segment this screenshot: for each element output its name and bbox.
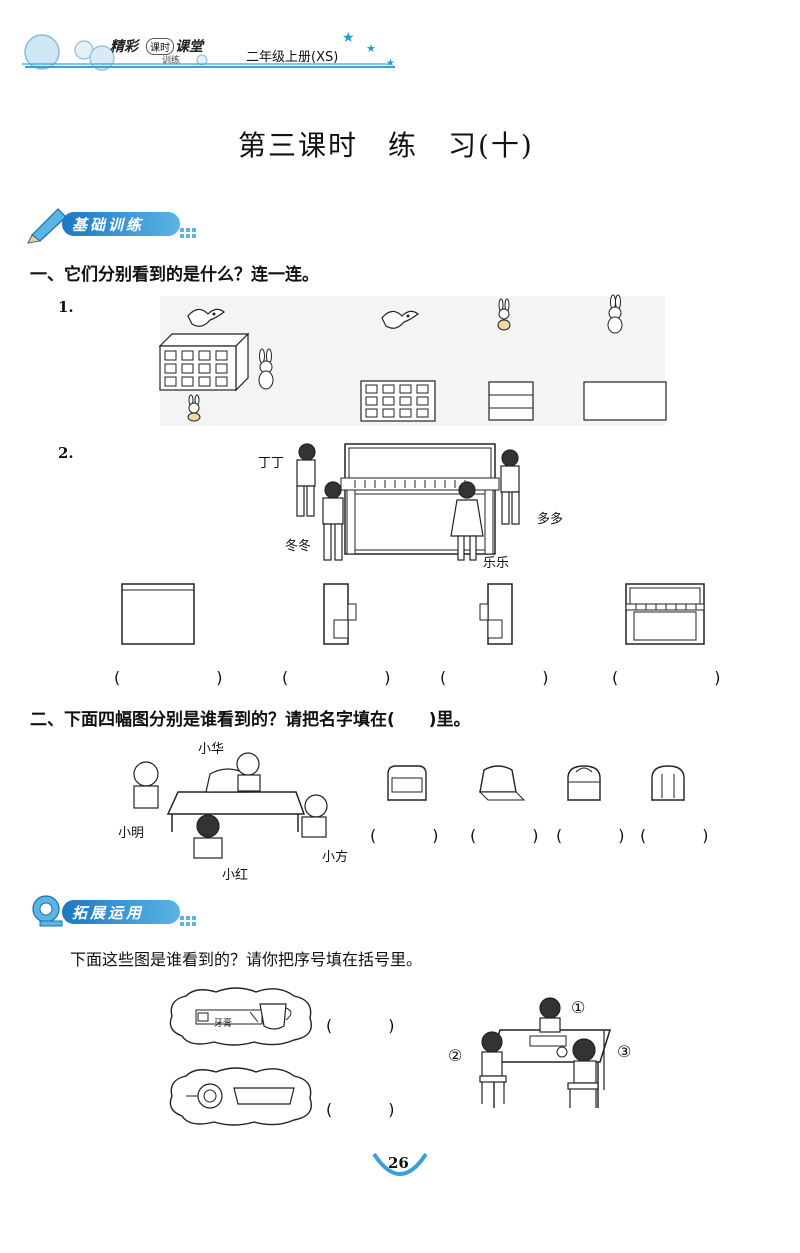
marker-2: ② xyxy=(448,1046,463,1065)
banner-bubbles xyxy=(22,34,392,71)
q2-blank-3[interactable]: ( ) xyxy=(556,826,633,845)
rabbit-front-viewer-icon xyxy=(497,298,511,331)
bag-view-angled xyxy=(478,765,526,801)
view-option-side-floors xyxy=(488,381,534,421)
view-option-front-windows xyxy=(360,380,436,422)
section-basic-dots xyxy=(180,228,196,238)
header-rule xyxy=(25,66,395,68)
q1-blank-2[interactable]: ( ) xyxy=(282,668,403,687)
banner-badge: 课时 xyxy=(146,38,174,55)
q2-blank-1[interactable]: ( ) xyxy=(370,826,447,845)
label-dongdong: 冬冬 xyxy=(285,539,312,554)
q2-blank-4[interactable]: ( ) xyxy=(640,826,717,845)
table-kids-scene xyxy=(133,752,328,859)
page-number: 26 xyxy=(388,1154,409,1172)
piano-view-back xyxy=(121,583,195,645)
bag-view-front xyxy=(567,765,601,801)
thought-cloud-1 xyxy=(169,987,312,1046)
toothpaste-text: 牙膏 xyxy=(214,1019,233,1029)
label-xiaofang: 小方 xyxy=(322,850,349,865)
q3-blank-2[interactable]: ( ) xyxy=(326,1100,403,1119)
grade-label: 二年级上册(XS) xyxy=(246,50,339,65)
bag-view-back xyxy=(651,765,685,801)
piano-scene xyxy=(296,443,520,561)
section-extension-bar xyxy=(62,900,180,924)
piano-view-right-side xyxy=(479,583,513,645)
rabbit-small-icon xyxy=(187,394,201,422)
bird-viewer-icon xyxy=(381,310,420,329)
question-1-text: 一、它们分别看到的是什么？连一连。 xyxy=(30,265,319,285)
rabbit-side-viewer-icon xyxy=(607,294,623,334)
svg-text:★: ★ xyxy=(366,42,376,55)
banner-sub: 训练 xyxy=(162,56,181,66)
svg-text:★: ★ xyxy=(342,30,355,46)
building-icon xyxy=(158,332,250,392)
bird-icon xyxy=(187,308,226,327)
section-extension-label: 拓展运用 xyxy=(72,904,145,922)
question-2-text: 二、下面四幅图分别是谁看到的？请把名字填在( )里。 xyxy=(30,710,471,730)
label-xiaoming: 小明 xyxy=(118,826,145,841)
piano-view-left-side xyxy=(323,583,357,645)
rabbit-icon xyxy=(258,348,274,390)
q2-blank-2[interactable]: ( ) xyxy=(470,826,547,845)
q1-blank-3[interactable]: ( ) xyxy=(440,668,561,687)
label-xiaohua: 小华 xyxy=(198,742,225,757)
banner-title-2: 课堂 xyxy=(175,39,203,55)
bag-view-side xyxy=(387,765,427,801)
label-dingding: 丁丁 xyxy=(258,456,285,471)
label-lele: 乐乐 xyxy=(483,556,510,571)
section-basic-bar xyxy=(62,212,180,236)
piano-view-front xyxy=(625,583,705,645)
view-option-top-rectangle xyxy=(583,381,667,421)
page-number-arc xyxy=(372,1152,428,1176)
lesson-title: 第三课时 练 习(十) xyxy=(238,129,534,162)
table-scene-three-kids xyxy=(479,997,612,1108)
lightbulb-icon xyxy=(32,895,63,927)
q1-sub1-number: 1. xyxy=(58,298,74,316)
marker-3: ③ xyxy=(617,1042,632,1061)
svg-text:★: ★ xyxy=(386,58,395,69)
marker-1: ① xyxy=(571,998,586,1017)
q1-sub2-number: 2. xyxy=(58,444,74,462)
star-icons: ★ ★ ★ xyxy=(342,30,395,69)
q1-blank-4[interactable]: ( ) xyxy=(612,668,733,687)
question-3-text: 下面这些图是谁看到的？请你把序号填在括号里。 xyxy=(70,950,423,969)
banner-title: 精彩 xyxy=(110,39,138,55)
section-extension-dots xyxy=(180,916,196,926)
section-basic-label: 基础训练 xyxy=(72,216,145,234)
q1-blank-1[interactable]: ( ) xyxy=(114,668,235,687)
q3-blank-1[interactable]: ( ) xyxy=(326,1016,403,1035)
label-duoduo: 多多 xyxy=(537,512,564,527)
label-xiaohong: 小红 xyxy=(222,868,249,883)
thought-cloud-2 xyxy=(169,1067,312,1126)
